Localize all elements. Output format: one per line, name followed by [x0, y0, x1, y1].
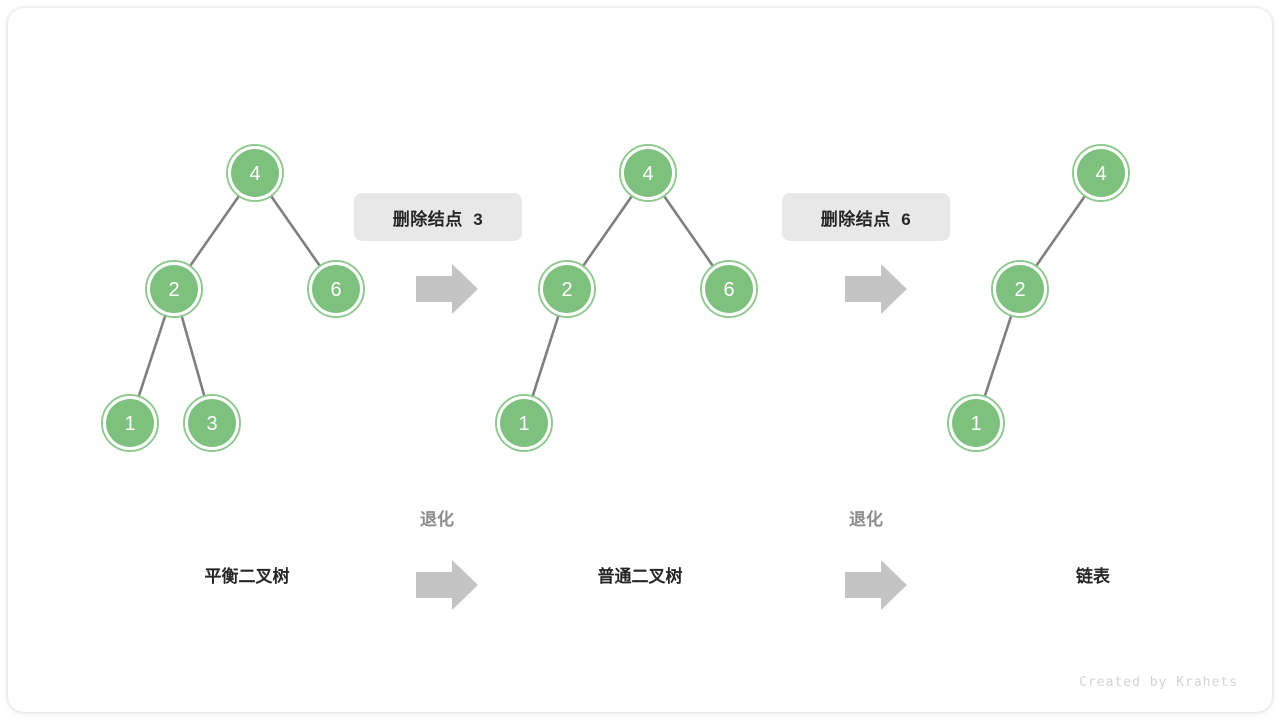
- node-label: 4: [249, 163, 260, 185]
- tree-node[interactable]: 4: [226, 144, 284, 202]
- tree-node[interactable]: 2: [538, 260, 596, 318]
- node-label: 2: [168, 279, 179, 301]
- diagram-stage: 4 2 6 1: [8, 8, 1272, 712]
- right-block-arrow-icon: [416, 560, 478, 610]
- stage-ordinary-nodes: 4 2 6 1: [495, 144, 758, 452]
- tree-node[interactable]: 6: [307, 260, 365, 318]
- tree-node[interactable]: 1: [101, 394, 159, 452]
- node-label: 1: [970, 413, 981, 435]
- degrade-label-1: 退化: [420, 510, 454, 529]
- tree-node[interactable]: 2: [145, 260, 203, 318]
- node-label: 2: [1014, 279, 1025, 301]
- tree-diagram-svg: 4 2 6 1: [101, 144, 1130, 610]
- right-block-arrow-icon: [845, 264, 907, 314]
- credit-text: Created by Krahets: [1079, 675, 1238, 690]
- block-arrow-transition-1: [416, 264, 478, 314]
- node-label: 1: [124, 413, 135, 435]
- tree-node[interactable]: 1: [947, 394, 1005, 452]
- node-label: 2: [561, 279, 572, 301]
- node-label: 1: [518, 413, 529, 435]
- tree-node[interactable]: 2: [991, 260, 1049, 318]
- node-label: 4: [1095, 163, 1106, 185]
- tree-node[interactable]: 4: [619, 144, 677, 202]
- caption-linked-list: 链表: [1076, 567, 1110, 586]
- delete-node-chip-1: 删除结点 3: [354, 193, 522, 241]
- caption-ordinary-tree: 普通二叉树: [597, 567, 683, 586]
- stage-balanced-nodes: 4 2 6 1: [101, 144, 365, 452]
- tree-node[interactable]: 3: [183, 394, 241, 452]
- degrade-label-2: 退化: [849, 510, 883, 529]
- node-label: 6: [330, 279, 341, 301]
- right-block-arrow-icon: [416, 264, 478, 314]
- tree-node[interactable]: 4: [1072, 144, 1130, 202]
- right-block-arrow-icon: [845, 560, 907, 610]
- node-label: 3: [206, 413, 217, 435]
- block-arrow-transition-2: [845, 264, 907, 314]
- node-label: 4: [642, 163, 653, 185]
- tree-node[interactable]: 1: [495, 394, 553, 452]
- block-arrow-degrade-1: [416, 560, 478, 610]
- stage-linkedlist-nodes: 4 2 1: [947, 144, 1130, 452]
- diagram-card: 4 2 6 1: [8, 8, 1272, 712]
- node-label: 6: [723, 279, 734, 301]
- tree-node[interactable]: 6: [700, 260, 758, 318]
- block-arrow-degrade-2: [845, 560, 907, 610]
- delete-node-chip-2: 删除结点 6: [782, 193, 950, 241]
- caption-balanced-tree: 平衡二叉树: [204, 567, 290, 586]
